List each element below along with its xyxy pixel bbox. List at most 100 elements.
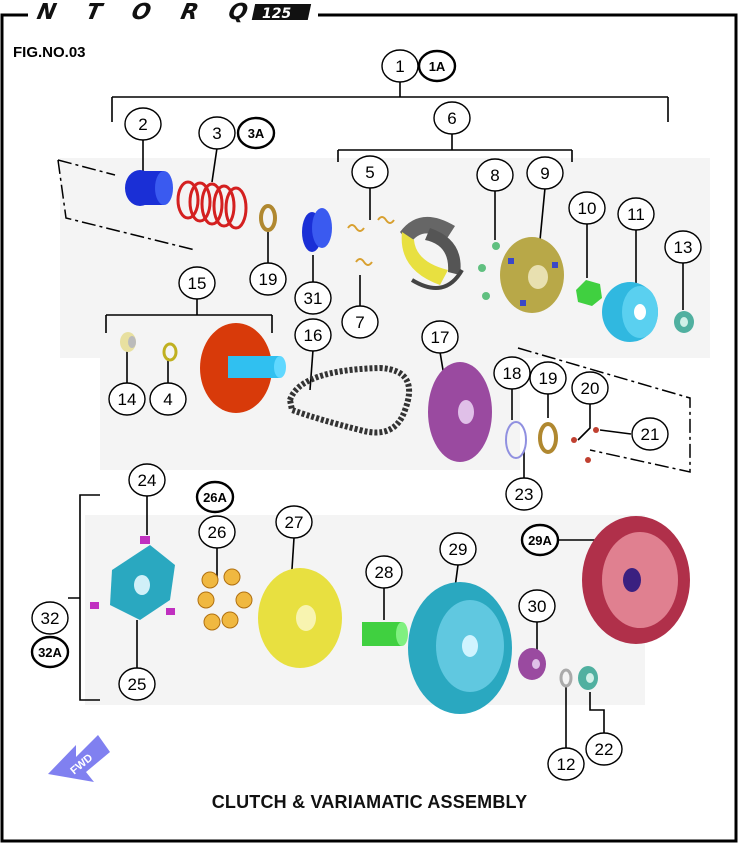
callout-26: 26 bbox=[198, 515, 236, 549]
callout-25: 25 bbox=[118, 667, 156, 701]
svg-text:1: 1 bbox=[395, 57, 404, 76]
svg-text:4: 4 bbox=[163, 390, 172, 409]
part-22-nut bbox=[578, 666, 598, 690]
callout-32: 32 bbox=[31, 601, 69, 635]
svg-text:30: 30 bbox=[528, 597, 547, 616]
callout-26A: 26A bbox=[195, 480, 235, 514]
svg-text:32A: 32A bbox=[38, 645, 62, 660]
svg-text:22: 22 bbox=[595, 740, 614, 759]
callout-8: 8 bbox=[476, 158, 514, 192]
callout-27: 27 bbox=[275, 505, 313, 539]
part-10-nut bbox=[576, 280, 602, 306]
part-clutch-shoes bbox=[400, 216, 464, 290]
svg-text:10: 10 bbox=[578, 199, 597, 218]
svg-text:20: 20 bbox=[581, 379, 600, 398]
callout-29A: 29A bbox=[520, 523, 560, 557]
callout-3: 3 bbox=[198, 116, 236, 150]
part-29-fan-face bbox=[408, 582, 512, 714]
part-29A-fan bbox=[582, 516, 690, 644]
callout-3A: 3A bbox=[236, 116, 276, 150]
svg-text:11: 11 bbox=[627, 205, 645, 224]
svg-text:1A: 1A bbox=[429, 59, 446, 74]
callout-21: 21 bbox=[631, 417, 669, 451]
part-2-collar bbox=[125, 170, 173, 206]
part-16-belt bbox=[286, 364, 412, 436]
callout-20: 20 bbox=[571, 371, 609, 405]
part-12-washer bbox=[559, 668, 573, 688]
callout-7: 7 bbox=[341, 305, 379, 339]
svg-text:29: 29 bbox=[449, 540, 468, 559]
part-18-oring bbox=[505, 421, 527, 459]
brand-model: 125 bbox=[262, 6, 291, 22]
part-27-drive-face bbox=[258, 568, 342, 668]
svg-text:3: 3 bbox=[212, 124, 221, 143]
callout-15: 15 bbox=[178, 266, 216, 300]
callout-19b: 19 bbox=[529, 361, 567, 395]
callout-22: 22 bbox=[585, 732, 623, 766]
callout-11: 11 bbox=[617, 197, 655, 231]
svg-text:5: 5 bbox=[365, 163, 374, 182]
svg-text:21: 21 bbox=[641, 425, 660, 444]
part-24-25-ramp-plate bbox=[90, 536, 175, 620]
callout-18: 18 bbox=[493, 356, 531, 390]
svg-text:19: 19 bbox=[539, 369, 558, 388]
callout-16: 16 bbox=[294, 318, 332, 352]
callout-2: 2 bbox=[124, 107, 162, 141]
svg-text:7: 7 bbox=[355, 313, 364, 332]
callout-24: 24 bbox=[128, 463, 166, 497]
part-20-21-pins bbox=[571, 427, 599, 463]
callout-4: 4 bbox=[149, 382, 187, 416]
part-11-clutch-drum bbox=[602, 282, 658, 342]
callout-31: 31 bbox=[294, 281, 332, 315]
svg-text:19: 19 bbox=[259, 270, 278, 289]
svg-text:32: 32 bbox=[41, 609, 60, 628]
brand-logo: NTORQ 125 bbox=[28, 0, 318, 25]
part-26-rollers bbox=[197, 568, 253, 631]
callout-10: 10 bbox=[568, 191, 606, 225]
callout-13: 13 bbox=[664, 230, 702, 264]
svg-text:31: 31 bbox=[304, 289, 323, 308]
svg-text:9: 9 bbox=[540, 164, 549, 183]
callout-30: 30 bbox=[518, 589, 556, 623]
svg-text:24: 24 bbox=[138, 471, 157, 490]
page-border bbox=[0, 13, 738, 843]
svg-text:29A: 29A bbox=[528, 533, 552, 548]
callout-6: 6 bbox=[433, 101, 471, 135]
svg-text:3A: 3A bbox=[248, 126, 265, 141]
callout-14: 14 bbox=[108, 382, 146, 416]
callout-1: 1 bbox=[381, 49, 419, 83]
svg-text:26: 26 bbox=[208, 523, 227, 542]
page-title: CLUTCH & VARIAMATIC ASSEMBLY bbox=[211, 792, 528, 812]
part-28-collar bbox=[362, 622, 408, 646]
centerlines bbox=[57, 159, 691, 473]
fwd-arrow-icon: FWD bbox=[48, 735, 110, 782]
part-5-springs bbox=[347, 216, 395, 266]
svg-text:8: 8 bbox=[490, 166, 499, 185]
callout-1A: 1A bbox=[417, 49, 457, 83]
figure-number: FIG.NO.03 bbox=[13, 44, 86, 61]
svg-text:17: 17 bbox=[431, 328, 450, 347]
callout-9: 9 bbox=[526, 156, 564, 190]
svg-text:13: 13 bbox=[674, 238, 693, 257]
callout-12: 12 bbox=[547, 747, 585, 781]
callout-17: 17 bbox=[421, 320, 459, 354]
part-8-pins bbox=[478, 242, 500, 300]
part-31-ring bbox=[302, 208, 332, 252]
part-14-bearing bbox=[120, 332, 136, 352]
part-3-spring bbox=[176, 180, 248, 230]
callout-28: 28 bbox=[365, 555, 403, 589]
svg-text:27: 27 bbox=[285, 513, 304, 532]
part-4-washer bbox=[162, 342, 178, 362]
svg-text:25: 25 bbox=[128, 675, 147, 694]
bracket-lines bbox=[68, 82, 684, 748]
svg-text:2: 2 bbox=[138, 115, 147, 134]
svg-text:16: 16 bbox=[304, 326, 323, 345]
svg-text:14: 14 bbox=[118, 390, 137, 409]
callout-32A: 32A bbox=[30, 635, 70, 669]
callout-5: 5 bbox=[351, 155, 389, 189]
callout-23: 23 bbox=[505, 477, 543, 511]
part-17-sheave bbox=[428, 362, 492, 462]
svg-text:23: 23 bbox=[515, 485, 534, 504]
part-30-nut bbox=[518, 648, 546, 680]
